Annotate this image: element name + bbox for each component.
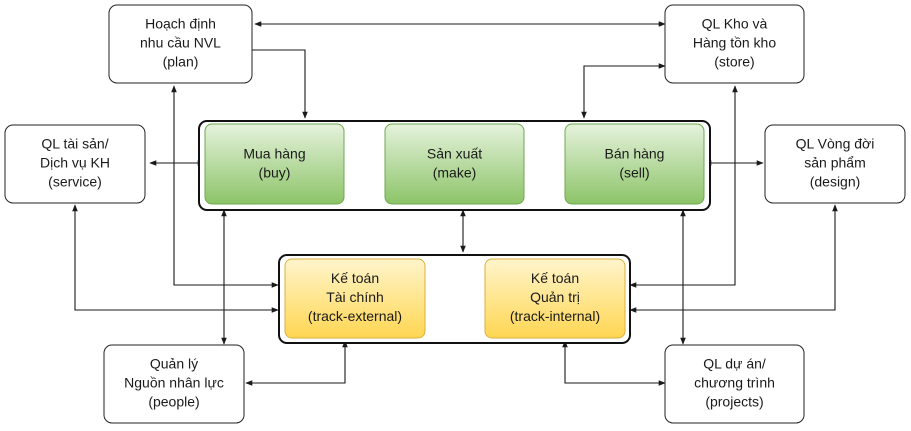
connector-store-sell-group <box>581 63 666 119</box>
node-buy-label: Mua hàng(buy) <box>243 146 305 181</box>
connector-service-fin <box>72 204 279 313</box>
node-make-label: Sản xuất(make) <box>427 146 482 181</box>
node-buy: Mua hàng(buy) <box>204 123 345 205</box>
node-service: QL tài sản/Dịch vụ KH(service) <box>4 124 146 204</box>
node-make: Sản xuất(make) <box>384 123 525 205</box>
connector-projects-mgmt <box>562 340 666 386</box>
node-sell: Bán hàng(sell) <box>564 123 705 205</box>
node-projects-label: QL dự án/chương trình(projects) <box>694 356 775 410</box>
node-sell-label: Bán hàng(sell) <box>605 146 665 181</box>
node-projects: QL dự án/chương trình(projects) <box>664 344 805 424</box>
connector-people-fin <box>245 340 348 386</box>
node-service-label: QL tài sản/Dịch vụ KH(service) <box>40 136 110 190</box>
connector-design-mgmt <box>629 204 838 313</box>
